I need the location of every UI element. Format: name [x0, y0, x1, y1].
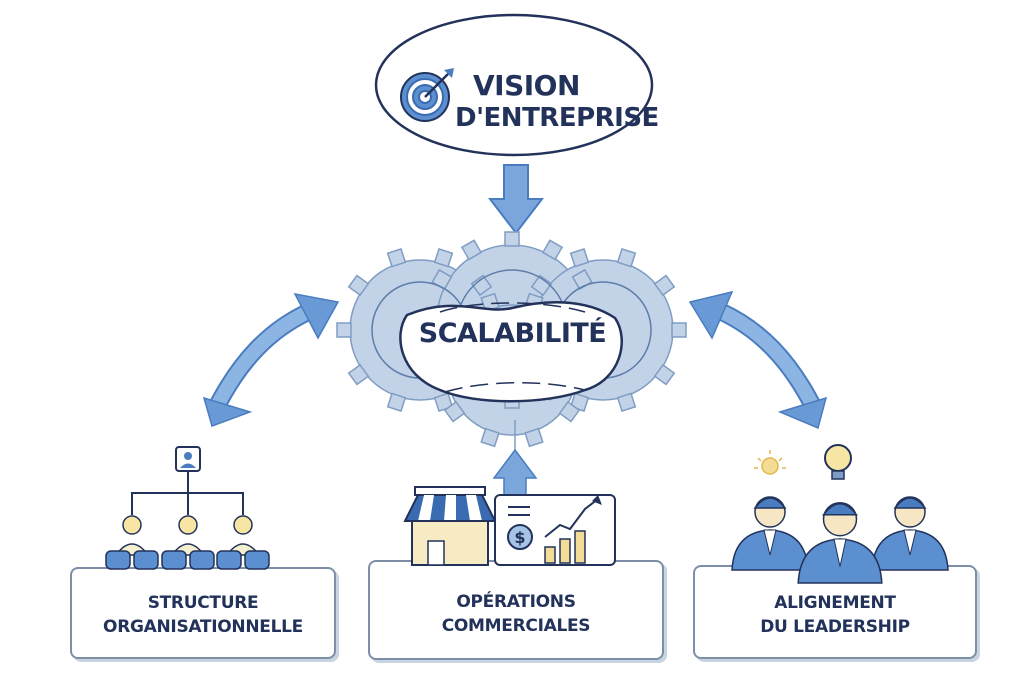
card-leadership-line2: DU LEADERSHIP — [760, 617, 910, 637]
gear-tooth — [347, 274, 370, 297]
gear-tooth — [558, 400, 581, 423]
svg-text:$: $ — [514, 528, 525, 547]
bidirectional-arrow-right-icon — [688, 290, 828, 430]
bidirectional-arrow-left-icon — [202, 292, 340, 427]
card-structure: STRUCTURE ORGANISATIONNELLE — [70, 567, 336, 659]
gear-tooth — [541, 239, 564, 261]
card-operations-line1: OPÉRATIONS — [456, 592, 576, 612]
person-icon — [105, 515, 159, 570]
gear-tooth — [470, 274, 493, 297]
gear-tooth — [524, 427, 544, 448]
person-icon — [161, 515, 215, 570]
gear-tooth — [386, 247, 407, 268]
vision-node: VISION D'ENTREPRISE — [373, 10, 659, 160]
gear-tooth — [671, 322, 687, 338]
gear-tooth — [569, 247, 590, 268]
gear-tooth — [336, 322, 352, 338]
target-icon — [400, 68, 454, 122]
org-chart-icon — [105, 446, 270, 570]
lightbulb-icon — [824, 444, 852, 472]
gears-icon — [336, 231, 687, 448]
person-icon — [216, 515, 270, 570]
card-structure-line2: ORGANISATIONNELLE — [103, 617, 303, 637]
gear-tooth — [653, 363, 676, 386]
gear-tooth — [530, 274, 553, 297]
storefront-growth-icon: $ — [403, 486, 616, 566]
gear-tooth — [653, 274, 676, 297]
card-operations: OPÉRATIONS COMMERCIALES — [368, 560, 664, 660]
sun-icon — [761, 457, 779, 475]
gear-tooth — [616, 392, 637, 413]
gear-tooth — [480, 427, 500, 448]
gear-tooth — [504, 231, 520, 247]
vision-title-line2: D'ENTREPRISE — [455, 103, 659, 133]
leader-icon — [871, 496, 949, 571]
gear-tooth — [347, 363, 370, 386]
gear-tooth — [386, 392, 407, 413]
vision-ellipse — [374, 13, 654, 157]
gear-tooth — [443, 400, 466, 423]
leader-icon — [731, 496, 809, 571]
card-structure-line1: STRUCTURE — [147, 593, 259, 613]
down-arrow-icon — [487, 164, 545, 235]
leadership-team-icon — [731, 444, 949, 584]
scalability-label: SCALABILITÉ — [418, 318, 607, 349]
gear-tooth — [616, 247, 637, 268]
vision-title-line1: VISION — [473, 69, 580, 102]
leader-icon — [797, 501, 883, 584]
gear-tooth — [460, 239, 483, 261]
card-leadership-line1: ALIGNEMENT — [774, 593, 896, 613]
gear-tooth — [433, 247, 454, 268]
card-operations-line2: COMMERCIALES — [441, 616, 591, 636]
